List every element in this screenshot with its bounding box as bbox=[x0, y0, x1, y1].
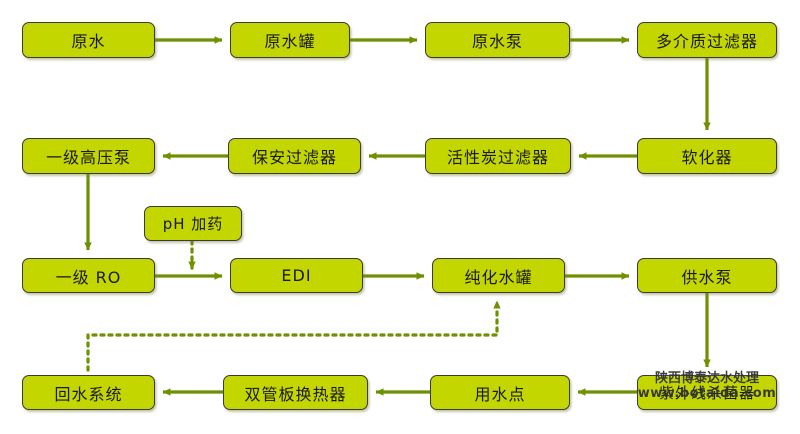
node-security-filter[interactable]: 保安过滤器 bbox=[228, 138, 361, 174]
edge-return-system-to-purified-tank bbox=[86, 299, 501, 372]
node-purified-tank[interactable]: 纯化水罐 bbox=[432, 258, 565, 293]
node-edi[interactable]: EDI bbox=[230, 258, 363, 293]
node-raw-water-tank[interactable]: 原水罐 bbox=[230, 22, 350, 58]
node-water-point[interactable]: 用水点 bbox=[430, 375, 570, 410]
node-label: 多介质过滤器 bbox=[655, 32, 758, 51]
node-carbon-filter[interactable]: 活性炭过滤器 bbox=[425, 138, 571, 174]
node-label: 一级 RO bbox=[55, 267, 122, 287]
node-label: 双管板换热器 bbox=[244, 384, 347, 404]
node-label: 保安过滤器 bbox=[251, 148, 337, 167]
node-label: 纯化水罐 bbox=[464, 267, 533, 287]
node-heat-exchanger[interactable]: 双管板换热器 bbox=[223, 375, 368, 410]
node-label: 原水 bbox=[71, 32, 106, 51]
node-softener[interactable]: 软化器 bbox=[637, 138, 777, 174]
node-label: pH 加药 bbox=[162, 215, 224, 233]
node-label: 一级高压泵 bbox=[45, 148, 131, 167]
node-label: 原水罐 bbox=[264, 32, 316, 51]
node-return-system[interactable]: 回水系统 bbox=[22, 375, 155, 410]
node-raw-water[interactable]: 原水 bbox=[22, 22, 155, 58]
node-label: EDI bbox=[281, 266, 312, 285]
node-uv-sterilizer[interactable]: 紫外线杀菌器 bbox=[637, 375, 777, 410]
node-supply-pump[interactable]: 供水泵 bbox=[637, 258, 777, 293]
node-ph-dosing[interactable]: pH 加药 bbox=[144, 206, 242, 241]
node-label: 紫外线杀菌器 bbox=[658, 384, 755, 402]
node-raw-water-pump[interactable]: 原水泵 bbox=[425, 22, 570, 58]
node-multimedia-filter[interactable]: 多介质过滤器 bbox=[637, 22, 777, 58]
node-label: 供水泵 bbox=[681, 267, 733, 287]
node-label: 用水点 bbox=[474, 384, 526, 404]
node-label: 原水泵 bbox=[471, 32, 523, 51]
node-label: 软化器 bbox=[681, 148, 733, 167]
node-label: 活性炭过滤器 bbox=[446, 148, 549, 167]
node-label: 回水系统 bbox=[54, 384, 123, 404]
node-ro-1[interactable]: 一级 RO bbox=[22, 258, 155, 293]
node-hp-pump-1[interactable]: 一级高压泵 bbox=[22, 138, 155, 174]
